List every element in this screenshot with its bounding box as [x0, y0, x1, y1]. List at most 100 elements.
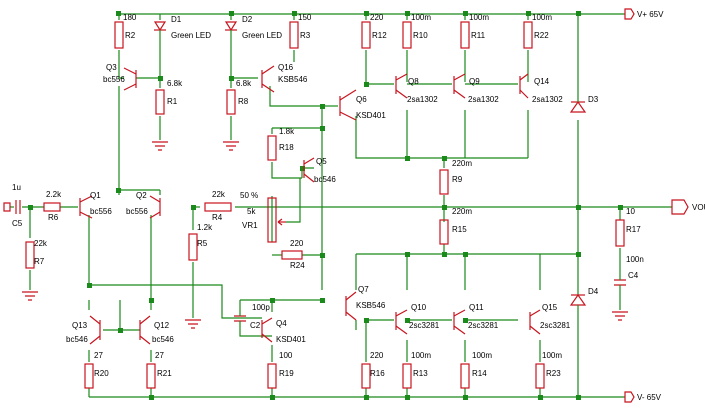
- label-caps-C5-0: C5: [12, 219, 23, 228]
- grounds: [22, 141, 628, 329]
- label-transistors-Q12-1: bc546: [152, 335, 174, 344]
- resistor-R9: [439, 169, 449, 195]
- label-resistors-R2-1: 180: [123, 13, 137, 22]
- label-transistors-Q3-0: Q3: [106, 63, 117, 72]
- label-resistors-R18-1: 1.8k: [279, 127, 295, 136]
- label-caps-C4-1: 100n: [626, 255, 644, 264]
- label-resistors-R4-0: R4: [212, 213, 223, 222]
- label-transistors-Q7-1: KSB546: [356, 301, 386, 310]
- label-pot-VR1-0: VR1: [242, 221, 258, 230]
- resistor-R14: [460, 363, 470, 389]
- label-resistors-R13-0: R13: [413, 369, 428, 378]
- capacitors: [15, 200, 626, 327]
- label-resistors-R7-1: 22k: [34, 239, 48, 248]
- resistor-R13: [402, 363, 412, 389]
- label-resistors-R20-1: 27: [94, 351, 103, 360]
- label-transistors-Q16-1: KSB546: [278, 75, 308, 84]
- resistor-R24: [281, 250, 303, 260]
- label-resistors-R22-0: R22: [534, 31, 549, 40]
- terminals: [3, 8, 689, 403]
- resistor-R16: [361, 363, 371, 389]
- label-diodes-D4-0: D4: [588, 287, 599, 296]
- label-resistors-R22-1: 100m: [532, 13, 552, 22]
- resistor-R15: [439, 219, 449, 245]
- label-resistors-R24-1: 220: [290, 239, 304, 248]
- label-caps-C2-0: C2: [250, 321, 261, 330]
- resistor-R3: [289, 21, 299, 49]
- label-transistors-Q5-1: bc546: [314, 175, 336, 184]
- label-transistors-Q4-0: Q4: [276, 319, 287, 328]
- label-resistors-R13-1: 100m: [411, 351, 431, 360]
- resistor-R19: [267, 363, 277, 389]
- label-resistors-R8-1: 6.8k: [236, 79, 252, 88]
- transistor-Q13: [89, 315, 101, 345]
- label-vneg: V- 65V: [637, 393, 662, 402]
- label-diodes-D2-0: D2: [242, 15, 253, 24]
- resistor-R7: [25, 241, 35, 269]
- label-resistors-R7-0: R7: [34, 257, 45, 266]
- label-resistors-R16-1: 220: [370, 351, 384, 360]
- label-resistors-R6-0: R6: [48, 213, 59, 222]
- diodes: [153, 21, 587, 310]
- label-transistors-Q14-1: 2sa1302: [532, 95, 563, 104]
- label-diodes-D2-1: Green LED: [242, 31, 282, 40]
- label-transistors-Q12-0: Q12: [154, 321, 170, 330]
- label-transistors-Q1-0: Q1: [90, 191, 101, 200]
- label-transistors-Q6-1: KSD401: [356, 111, 386, 120]
- label-resistors-R24-0: R24: [290, 261, 305, 270]
- resistor-R17: [615, 219, 625, 247]
- label-resistors-R19-1: 100: [279, 351, 293, 360]
- label-transistors-Q15-1: 2sc3281: [540, 321, 571, 330]
- label-resistors-R10-0: R10: [413, 31, 428, 40]
- label-resistors-R17-1: 10: [626, 207, 635, 216]
- resistor-R23: [535, 363, 545, 389]
- label-resistors-R21-1: 27: [155, 351, 164, 360]
- label-resistors-R19-0: R19: [279, 369, 294, 378]
- label-resistors-R5-0: R5: [197, 239, 208, 248]
- label-resistors-R4-1: 22k: [212, 190, 226, 199]
- transistor-Q8: [395, 73, 408, 99]
- transistor-Q11: [453, 309, 466, 335]
- resistor-R22: [523, 21, 533, 49]
- transistor-Q16: [261, 65, 275, 93]
- label-resistors-R3-0: R3: [300, 31, 311, 40]
- label-resistors-R11-1: 100m: [469, 13, 489, 22]
- label-transistors-Q13-1: bc546: [66, 335, 88, 344]
- potentiometer-VR1: [267, 178, 301, 243]
- label-transistors-Q9-1: 2sa1302: [468, 95, 499, 104]
- resistor-R10: [402, 21, 412, 49]
- transistor-Q14: [519, 73, 529, 99]
- transistor-Q9: [453, 73, 466, 99]
- label-resistors-R9-0: R9: [452, 175, 463, 184]
- label-caps-C4-0: C4: [628, 271, 639, 280]
- label-resistors-R6-1: 2.2k: [46, 190, 62, 199]
- resistor-R6: [43, 202, 61, 212]
- resistors: [25, 21, 625, 389]
- resistor-R4: [204, 202, 232, 212]
- label-pot-pct: 50 %: [240, 191, 258, 200]
- label-resistors-R20-0: R20: [94, 369, 109, 378]
- label-resistors-R21-0: R21: [157, 369, 172, 378]
- resistor-R2: [114, 21, 124, 49]
- label-pot-VR1-1: 5k: [247, 207, 256, 216]
- label-transistors-Q6-0: Q6: [356, 95, 367, 104]
- junction-dots: [28, 11, 623, 400]
- label-resistors-R14-0: R14: [472, 369, 487, 378]
- label-resistors-R23-0: R23: [546, 369, 561, 378]
- resistor-R5: [188, 233, 198, 261]
- transistor-Q12: [139, 315, 151, 345]
- transistor-Q10: [395, 309, 408, 335]
- label-resistors-R17-0: R17: [626, 225, 641, 234]
- label-resistors-R1-0: R1: [167, 97, 178, 106]
- resistor-R11: [460, 21, 470, 49]
- label-resistors-R18-0: R18: [279, 143, 294, 152]
- label-transistors-Q9-0: Q9: [469, 77, 480, 86]
- label-resistors-R11-0: R11: [471, 31, 486, 40]
- transistor-Q2: [149, 195, 161, 219]
- label-transistors-Q5-0: Q5: [316, 157, 327, 166]
- label-transistors-Q3-1: bc556: [103, 75, 125, 84]
- resistor-R1: [155, 89, 165, 115]
- label-transistors-Q8-1: 2sa1302: [407, 95, 438, 104]
- label-transistors-Q8-0: Q8: [408, 77, 419, 86]
- transistor-Q3: [123, 67, 137, 91]
